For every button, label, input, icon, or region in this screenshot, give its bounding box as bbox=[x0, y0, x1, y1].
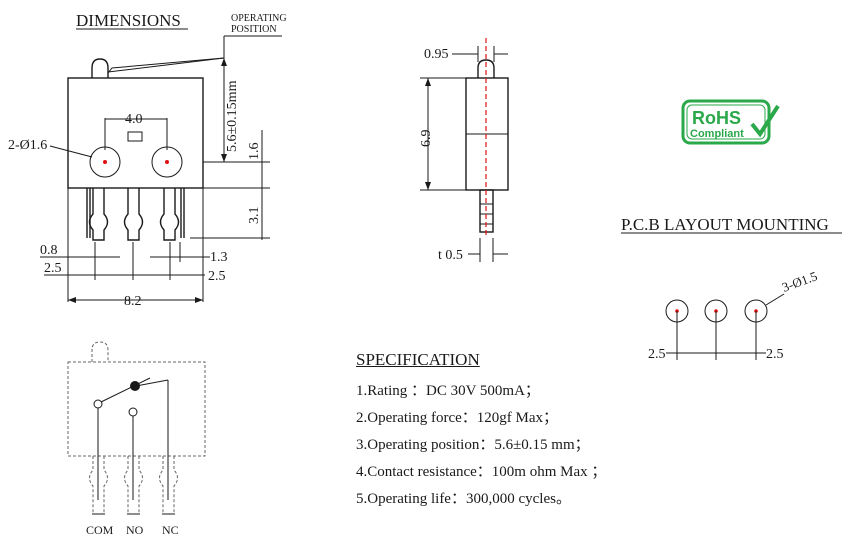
rohs-logo: RoHS Compliant bbox=[681, 99, 780, 145]
operating-label-line1: OPERATING bbox=[231, 13, 287, 24]
spec-item: 5.Operating life：300,000 cycles。 bbox=[356, 491, 571, 507]
dim-6-9: 6.9 bbox=[419, 130, 434, 148]
dim-1-6: 1.6 bbox=[247, 143, 262, 161]
dim-op-position: 5.6±0.15mm bbox=[225, 80, 240, 152]
pin-label-nc: NC bbox=[162, 523, 179, 537]
dim-0-95: 0.95 bbox=[424, 47, 449, 62]
operating-label-line2: POSITION bbox=[231, 24, 277, 35]
hole-label: 2-Ø1.6 bbox=[8, 138, 47, 153]
front-body bbox=[67, 57, 225, 241]
check-icon bbox=[750, 104, 780, 138]
dim-1-3: 1.3 bbox=[210, 250, 228, 265]
rohs-text: RoHS bbox=[692, 108, 741, 128]
dim-2-5-right: 2.5 bbox=[208, 269, 226, 284]
pcb-hole-label: 3-Ø1.5 bbox=[780, 268, 819, 295]
dim-2-5-left: 2.5 bbox=[44, 261, 62, 276]
side-view bbox=[465, 38, 509, 235]
pin-label-com: COM bbox=[86, 523, 114, 537]
pcb-dim-right: 2.5 bbox=[766, 347, 784, 362]
pcb-title: P.C.B LAYOUT MOUNTING bbox=[621, 215, 829, 234]
dim-3-1: 3.1 bbox=[247, 207, 262, 225]
pin-label-no: NO bbox=[126, 523, 144, 537]
spec-item: 3.Operating position：5.6±0.15 mm； bbox=[356, 437, 590, 453]
pcb-dim-left: 2.5 bbox=[648, 347, 666, 362]
dim-8-2: 8.2 bbox=[124, 294, 142, 309]
dim-0-8: 0.8 bbox=[40, 243, 58, 258]
spec-item: 1.Rating ：DC 30V 500mA； bbox=[356, 383, 540, 399]
pcb-holes bbox=[665, 299, 768, 360]
spec-item: 2.Operating force：120gf Max； bbox=[356, 410, 559, 426]
dim-thickness: t 0.5 bbox=[438, 248, 463, 263]
schematic bbox=[67, 341, 206, 515]
dim-pitch-top: 4.0 bbox=[125, 112, 143, 127]
specification-title: SPECIFICATION bbox=[356, 350, 480, 369]
rohs-compliant-text: Compliant bbox=[690, 128, 744, 140]
specification-block: SPECIFICATION 1.Rating ：DC 30V 500mA； 2.… bbox=[356, 350, 606, 513]
dimensions-title: DIMENSIONS bbox=[76, 11, 181, 30]
spec-item: 4.Contact resistance：100m ohm Max ； bbox=[356, 464, 607, 480]
